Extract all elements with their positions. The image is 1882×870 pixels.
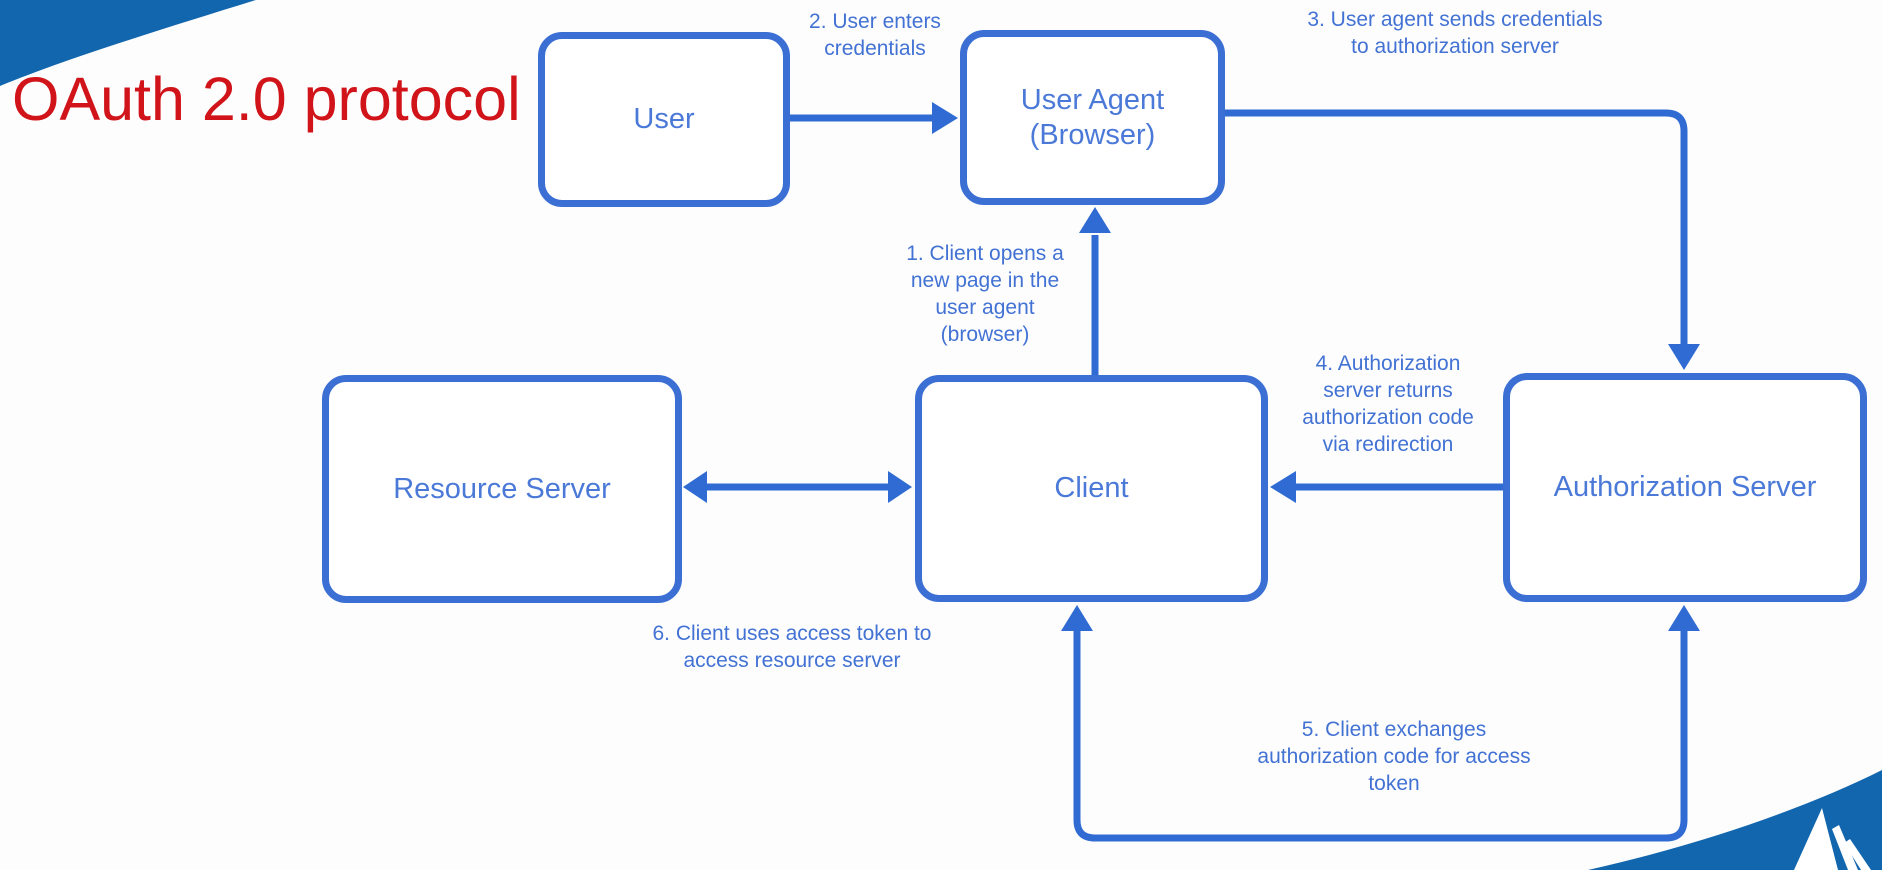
node-client: Client bbox=[915, 375, 1268, 602]
arrowhead bbox=[1668, 344, 1700, 370]
node-resource-server: Resource Server bbox=[322, 375, 682, 603]
page-title: OAuth 2.0 protocol bbox=[12, 65, 521, 133]
arrowhead bbox=[932, 102, 958, 134]
step-5-annotation: 5. Client exchanges authorization code f… bbox=[1257, 718, 1531, 795]
arrowhead bbox=[1079, 207, 1111, 233]
node-authorization-server: Authorization Server bbox=[1503, 373, 1867, 602]
step-3-annotation: 3. User agent sends credentials to autho… bbox=[1307, 8, 1603, 58]
arrowhead bbox=[683, 471, 707, 503]
arrowhead bbox=[1668, 605, 1700, 631]
step-6-annotation: 6. Client uses access token to access re… bbox=[652, 622, 932, 672]
bottom-right-swoosh bbox=[1588, 770, 1882, 870]
triangle-logo-icon bbox=[1794, 808, 1871, 870]
node-authorization-server-label: Authorization Server bbox=[1553, 471, 1817, 503]
arrow-useragent-to-authserver bbox=[1225, 109, 1688, 346]
arrowhead bbox=[1270, 471, 1296, 503]
node-user-agent-label: User Agent (Browser) bbox=[1020, 83, 1165, 151]
step-1-annotation: 1. Client opens a new page in the user a… bbox=[906, 242, 1064, 346]
step-4-annotation: 4. Authorization server returns authoriz… bbox=[1302, 352, 1474, 456]
node-user-label: User bbox=[633, 103, 695, 135]
arrowhead bbox=[888, 471, 912, 503]
arrowhead bbox=[1061, 605, 1093, 631]
node-resource-server-label: Resource Server bbox=[393, 472, 611, 505]
node-client-label: Client bbox=[1054, 472, 1129, 504]
node-user: User bbox=[538, 32, 790, 207]
node-user-agent: User Agent (Browser) bbox=[960, 30, 1225, 205]
step-2-annotation: 2. User enters credentials bbox=[809, 10, 941, 60]
